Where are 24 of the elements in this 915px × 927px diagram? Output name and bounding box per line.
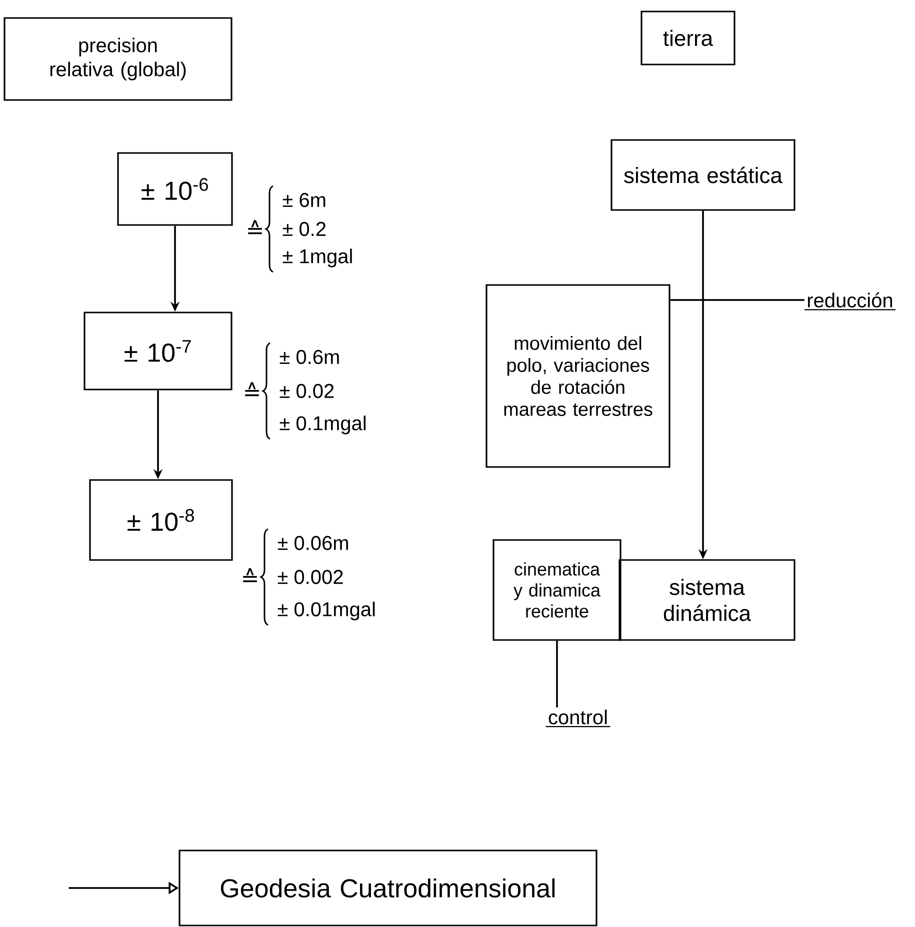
process-box: tierra bbox=[640, 10, 736, 66]
value-label: ± 0.01mgal bbox=[278, 602, 375, 620]
equivalence-sign: ≙ bbox=[243, 568, 257, 582]
equivalence-sign: ≙ bbox=[248, 220, 262, 234]
value-label: ± 0.6m bbox=[280, 350, 339, 364]
value-label: ± 0.06m bbox=[278, 536, 348, 550]
value-label: ± 6m bbox=[282, 192, 326, 208]
value-label: ± 0.1mgal bbox=[280, 416, 366, 434]
value-label: ± 0.2 bbox=[282, 222, 326, 236]
underlined-text: control bbox=[546, 710, 610, 728]
process-box: sistema dinámica bbox=[618, 559, 796, 641]
value-label: ± 0.02 bbox=[280, 384, 334, 398]
value-label: ± 1mgal bbox=[282, 248, 352, 268]
underlined-text: reducción bbox=[804, 292, 896, 310]
process-box: ± 10$^{-6}$ bbox=[117, 152, 233, 226]
process-box: Geodesia Cuatrodimensional bbox=[178, 850, 598, 926]
process-box: ± 10$^{-8}$ bbox=[89, 479, 233, 561]
process-box: sistema estática bbox=[610, 139, 796, 211]
process-box: precision relativa (global) bbox=[4, 17, 232, 101]
equivalence-sign: ≙ bbox=[245, 382, 259, 396]
process-box: movimiento del polo, variaciones de rotación mareas terrestres bbox=[486, 284, 670, 468]
process-box: cinematica y dinamica reciente bbox=[492, 539, 622, 641]
value-label: ± 0.002 bbox=[278, 570, 343, 584]
process-box: ± 10$^{-7}$ bbox=[84, 312, 232, 390]
